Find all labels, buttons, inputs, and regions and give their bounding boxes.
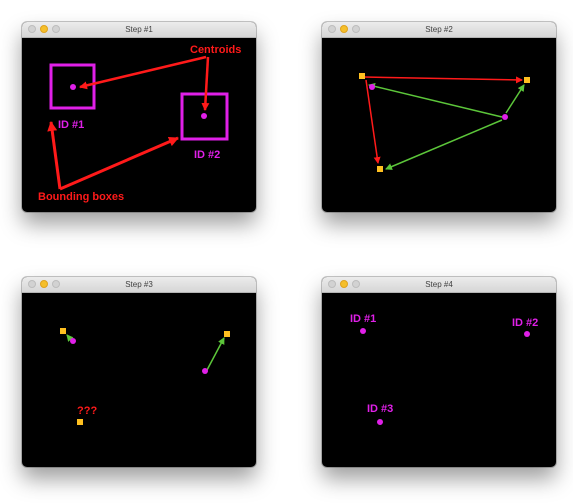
label-id2: ID #2 bbox=[194, 149, 220, 161]
label-id2: ID #2 bbox=[512, 317, 538, 329]
minimize-button[interactable] bbox=[340, 280, 348, 288]
window-step-3: Step #3 ??? bbox=[22, 277, 256, 467]
window-step-1: Step #1 Centroids ID #1 ID #2 Bounding b… bbox=[22, 22, 256, 212]
new-object-unassigned bbox=[77, 419, 83, 425]
existing-centroid-1 bbox=[369, 84, 375, 90]
green-arrow-id2-match bbox=[206, 337, 225, 371]
centroid-id1 bbox=[360, 328, 366, 334]
arrow-centroids-to-id1 bbox=[79, 55, 207, 90]
red-arrow-old1-to-new2 bbox=[363, 76, 523, 84]
minimize-button[interactable] bbox=[40, 25, 48, 33]
close-button[interactable] bbox=[28, 280, 36, 288]
zoom-button[interactable] bbox=[52, 25, 60, 33]
close-button[interactable] bbox=[328, 280, 336, 288]
zoom-button[interactable] bbox=[52, 280, 60, 288]
green-arrow-old2-to-new2 bbox=[505, 84, 525, 114]
new-object-1 bbox=[359, 73, 365, 79]
canvas-step-2 bbox=[322, 38, 556, 212]
centroid-id3 bbox=[377, 419, 383, 425]
diagram-step-3: ??? bbox=[60, 328, 230, 425]
bounding-box-id2 bbox=[180, 92, 229, 141]
canvas-step-3: ??? bbox=[22, 293, 256, 467]
window-title: Step #1 bbox=[125, 25, 153, 34]
window-title: Step #3 bbox=[125, 280, 153, 289]
window-step-4: Step #4 ID #1 ID #2 ID #3 bbox=[322, 277, 556, 467]
new-object-1 bbox=[60, 328, 66, 334]
label-unknown: ??? bbox=[77, 405, 97, 417]
label-bounding-boxes: Bounding boxes bbox=[38, 191, 124, 203]
canvas-step-4: ID #1 ID #2 ID #3 bbox=[322, 293, 556, 467]
window-step-2: Step #2 bbox=[322, 22, 556, 212]
bounding-box-id1 bbox=[49, 63, 96, 110]
window-titlebar[interactable]: Step #2 bbox=[322, 22, 556, 38]
centroid-id2 bbox=[201, 113, 207, 119]
green-arrow-old2-to-new3 bbox=[385, 119, 503, 170]
minimize-button[interactable] bbox=[340, 25, 348, 33]
close-button[interactable] bbox=[28, 25, 36, 33]
minimize-button[interactable] bbox=[40, 280, 48, 288]
label-id1: ID #1 bbox=[350, 313, 376, 325]
window-title: Step #4 bbox=[425, 280, 453, 289]
label-id1: ID #1 bbox=[58, 119, 84, 131]
centroid-id2 bbox=[524, 331, 530, 337]
red-arrow-old1-to-new3 bbox=[365, 79, 381, 164]
existing-centroid-2 bbox=[202, 368, 208, 374]
arrow-centroids-to-id2 bbox=[201, 56, 210, 111]
new-object-3 bbox=[377, 166, 383, 172]
new-object-2 bbox=[224, 331, 230, 337]
window-titlebar[interactable]: Step #4 bbox=[322, 277, 556, 293]
zoom-button[interactable] bbox=[352, 280, 360, 288]
label-id3: ID #3 bbox=[367, 403, 393, 415]
diagram-step-2 bbox=[359, 73, 530, 172]
window-title: Step #2 bbox=[425, 25, 453, 34]
arrow-bounding-boxes-to-id1 bbox=[47, 121, 62, 190]
canvas-step-1: Centroids ID #1 ID #2 Bounding boxes bbox=[22, 38, 256, 212]
diagram-step-1: Centroids ID #1 ID #2 Bounding boxes bbox=[38, 44, 241, 203]
diagram-step-4: ID #1 ID #2 ID #3 bbox=[350, 313, 538, 425]
zoom-button[interactable] bbox=[352, 25, 360, 33]
green-arrow-old2-to-new1 bbox=[368, 83, 503, 118]
arrow-bounding-boxes-to-id2 bbox=[59, 136, 179, 191]
window-titlebar[interactable]: Step #3 bbox=[22, 277, 256, 293]
centroid-id1 bbox=[70, 84, 76, 90]
new-object-2 bbox=[524, 77, 530, 83]
label-centroids: Centroids bbox=[190, 44, 241, 56]
existing-centroid-1 bbox=[70, 338, 76, 344]
close-button[interactable] bbox=[328, 25, 336, 33]
window-titlebar[interactable]: Step #1 bbox=[22, 22, 256, 38]
existing-centroid-2 bbox=[502, 114, 508, 120]
